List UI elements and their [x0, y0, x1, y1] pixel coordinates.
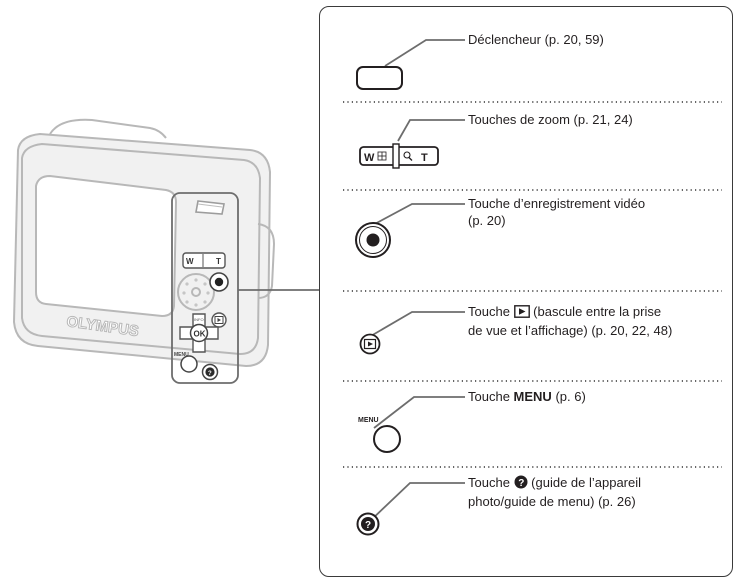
- label-playback-line2: de vue et l’affichage) (p. 20, 22, 48): [468, 323, 673, 338]
- label-help: Touche ? (guide de l’appareil photo/guid…: [468, 474, 641, 510]
- dial-dots: [182, 278, 210, 307]
- svg-text:?: ?: [518, 478, 524, 489]
- label-playback-line1: Touche (bascule entre la prise: [468, 303, 672, 322]
- svg-text:?: ?: [365, 520, 371, 531]
- camera-zoom-lever: W T: [182, 252, 226, 269]
- label-movie-line2: (p. 20): [468, 213, 506, 228]
- label-movie: Touche d’enregistrement vidéo (p. 20): [468, 195, 645, 229]
- camera-arrow-pad: OK INFO: [179, 313, 219, 353]
- help-inline-icon: ?: [514, 475, 528, 493]
- menu-button-icon: MENU: [358, 417, 401, 453]
- zoom-t-label: T: [421, 152, 428, 164]
- camera-menu-button: MENU: [174, 352, 198, 373]
- leader-lines: [363, 39, 465, 522]
- movie-record-icon: [355, 222, 391, 258]
- svg-text:INFO: INFO: [194, 317, 204, 322]
- svg-text:MENU: MENU: [174, 352, 189, 358]
- svg-text:T: T: [216, 257, 221, 266]
- label-playback: Touche (bascule entre la prise de vue et…: [468, 303, 672, 339]
- callout-box: [319, 6, 733, 577]
- camera-help-button: ?: [201, 363, 219, 381]
- svg-text:OK: OK: [194, 330, 206, 339]
- button-cluster-highlight: [171, 192, 239, 384]
- menu-icon-label: MENU: [358, 417, 379, 424]
- label-help-line2: photo/guide de menu) (p. 26): [468, 494, 636, 509]
- label-menu: Touche MENU (p. 6): [468, 389, 586, 404]
- label-help-line1: Touche ? (guide de l’appareil: [468, 474, 641, 493]
- camera-playback-button: [211, 312, 227, 328]
- playback-inline-icon: [513, 305, 530, 322]
- playback-button-icon: [359, 333, 381, 355]
- zoom-lever-icon: W T: [359, 143, 439, 169]
- label-zoom: Touches de zoom (p. 21, 24): [468, 112, 633, 127]
- help-button-icon: ?: [356, 512, 380, 536]
- label-movie-line1: Touche d’enregistrement vidéo: [468, 196, 646, 211]
- camera-illustration: [12, 118, 276, 368]
- zoom-w-label: W: [364, 152, 375, 164]
- svg-text:?: ?: [208, 371, 212, 377]
- camera-movie-button: [209, 272, 229, 292]
- camera-shutter-button: [195, 200, 225, 215]
- shutter-button-icon: [356, 66, 403, 90]
- label-shutter: Déclencheur (p. 20, 59): [468, 32, 604, 47]
- separators: [343, 101, 722, 468]
- svg-text:W: W: [186, 257, 194, 266]
- label-menu-bold: MENU: [513, 389, 552, 404]
